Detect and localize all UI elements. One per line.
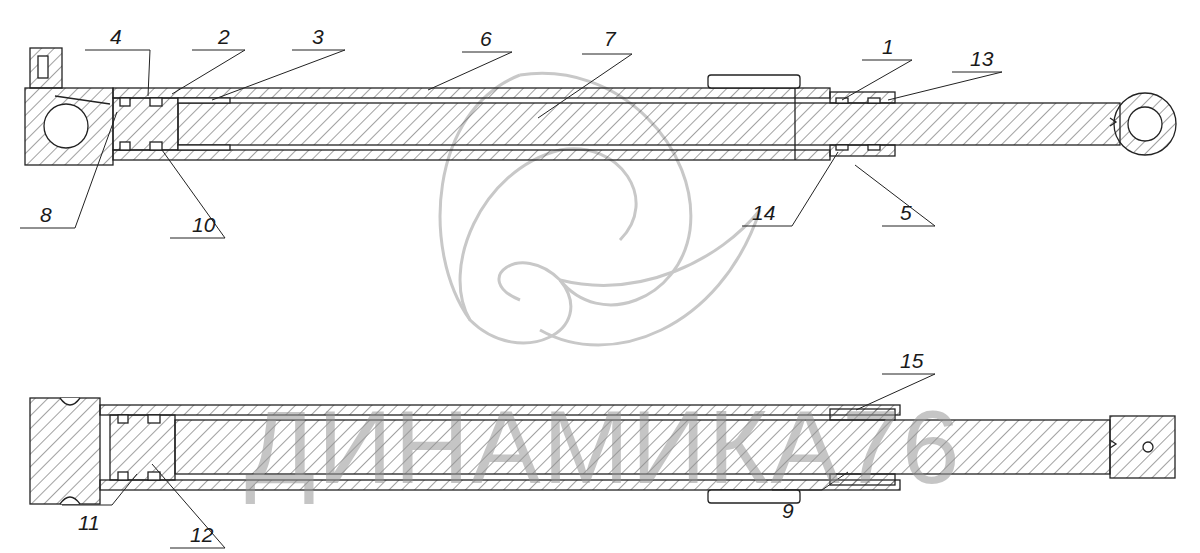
callout-number: 9	[782, 500, 794, 521]
leader-lines	[20, 50, 1002, 548]
callout-number: 8	[40, 204, 52, 225]
watermark: ДИНАМИКА76	[245, 395, 962, 499]
callout-number: 1	[882, 36, 894, 57]
callout-number: 13	[970, 48, 993, 69]
callout-number: 4	[110, 26, 122, 47]
callout-number: 2	[218, 26, 230, 47]
callout-number: 14	[752, 202, 775, 223]
callout-number: 11	[78, 512, 100, 533]
callout-number: 10	[192, 214, 215, 235]
callout-number: 7	[604, 28, 616, 49]
callout-number: 5	[900, 202, 912, 223]
callout-number: 6	[480, 28, 492, 49]
callout-number: 12	[190, 524, 213, 545]
callout-number: 3	[312, 26, 324, 47]
cylinder-top-view	[25, 48, 1176, 165]
callout-number: 15	[900, 350, 923, 371]
